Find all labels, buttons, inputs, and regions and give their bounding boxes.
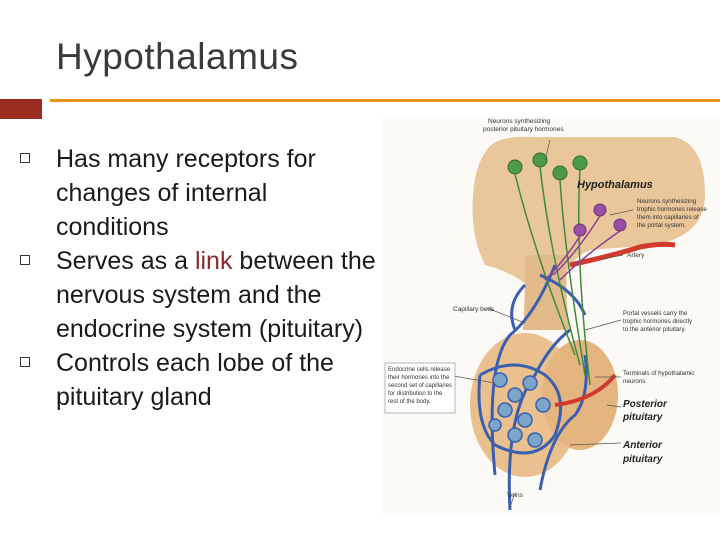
highlight-word: link xyxy=(194,247,233,275)
label-posterior-1: Posterior xyxy=(623,399,668,410)
bullet-item: Controls each lobe of the pituitary glan… xyxy=(20,346,380,414)
endocrine-cells xyxy=(488,372,551,448)
square-bullet-icon xyxy=(20,153,30,163)
square-bullet-icon xyxy=(20,255,30,265)
bullet-text-end: between the nervous system and the endoc… xyxy=(56,247,376,343)
label-endocrine-4: for distribution to the xyxy=(388,391,443,397)
label-endocrine-5: rest of the body. xyxy=(388,399,431,405)
bullet-item: Serves as a link between the nervous sys… xyxy=(20,244,380,346)
bullet-item: Has many receptors for changes of intern… xyxy=(20,142,380,244)
trophic-axons xyxy=(544,215,621,281)
label-veins: Veins xyxy=(507,492,524,499)
label-top-neurons-1: Neurons synthesizing xyxy=(488,118,551,125)
accent-rule xyxy=(50,99,720,102)
slide-title: Hypothalamus xyxy=(56,36,299,77)
label-trophic-4: the portal system. xyxy=(637,222,686,229)
posterior-pituitary-shape xyxy=(542,340,618,450)
label-anterior-2: pituitary xyxy=(622,454,663,465)
label-endocrine-1: Endocrine cells release xyxy=(388,367,451,373)
label-trophic-1: Neurons synthesizing xyxy=(637,198,697,205)
trophic-neurons xyxy=(573,203,627,237)
accent-block xyxy=(0,99,42,119)
label-terminals-1: Terminals of hypothalamic xyxy=(623,370,695,377)
label-artery: Artery xyxy=(627,252,645,259)
label-portal-2: trophic hormones directly xyxy=(623,318,693,325)
bullet-list: Has many receptors for changes of intern… xyxy=(20,142,380,414)
artery-vessel xyxy=(569,241,676,268)
label-top-neurons-2: posterior pituitary hormones xyxy=(483,126,564,133)
label-terminals-2: neurons xyxy=(623,378,645,385)
bullet-text-start: Serves as a xyxy=(56,247,195,275)
endocrine-label-box xyxy=(384,362,456,414)
label-anterior-1: Anterior xyxy=(622,440,663,451)
square-bullet-icon xyxy=(20,357,30,367)
label-portal-1: Portal vessels carry the xyxy=(623,310,688,317)
hypothalamus-pituitary-diagram: Neurons synthesizing posterior pituitary… xyxy=(375,115,720,515)
label-posterior-2: pituitary xyxy=(622,412,663,423)
lower-artery xyxy=(554,373,617,407)
label-hypothalamus: Hypothalamus xyxy=(577,179,653,191)
label-endocrine-3: second set of capillaries xyxy=(388,383,452,389)
label-endocrine-2: their hormones into the xyxy=(388,375,450,381)
label-trophic-3: them into capillaries of xyxy=(637,214,699,221)
posterior-neurons xyxy=(507,152,588,181)
pituitary-stalk xyxy=(523,255,570,330)
neuron-axons xyxy=(514,166,591,386)
label-portal-3: to the anterior pituitary. xyxy=(623,326,686,333)
bullet-text: Has many receptors for changes of intern… xyxy=(56,145,316,241)
label-trophic-2: trophic hormones release xyxy=(637,206,707,213)
label-capillary-beds: Capillary beds xyxy=(453,306,495,313)
bullet-text: Controls each lobe of the pituitary glan… xyxy=(56,349,334,411)
